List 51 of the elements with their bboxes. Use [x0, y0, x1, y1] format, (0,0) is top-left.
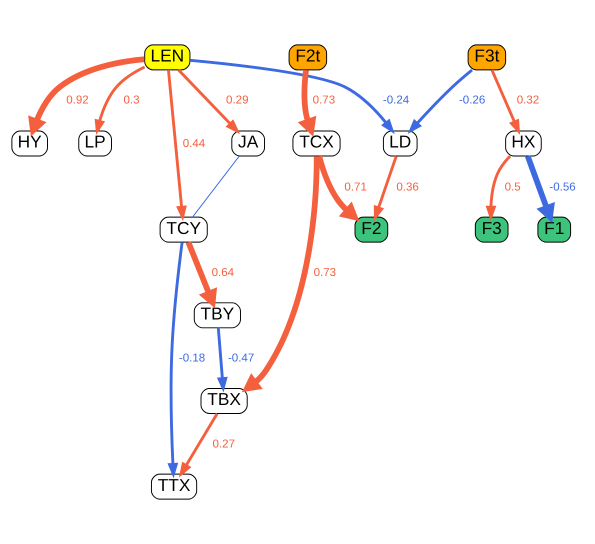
node-box: TTX	[150, 474, 198, 500]
edge-label: 0.32	[516, 94, 540, 107]
edge-label: 0.3	[124, 94, 140, 107]
node-box: LD	[382, 130, 418, 156]
node-box: TBX	[200, 388, 248, 414]
arrow	[242, 156, 320, 392]
arrow	[167, 242, 184, 478]
node-box: F3	[474, 216, 509, 243]
edge-label: 0.27	[212, 438, 236, 450]
arrow	[178, 412, 218, 478]
node-box: TCY	[160, 216, 208, 243]
arrow	[486, 155, 512, 222]
edge-label: 0.36	[396, 181, 419, 194]
arrow	[408, 68, 473, 134]
node-box: F3t	[468, 44, 506, 70]
node-box: JA	[231, 130, 266, 156]
node-box: LP	[78, 130, 112, 156]
node-box: LEN	[144, 44, 190, 70]
edge-label: -0.26	[458, 94, 486, 107]
arrow	[525, 155, 555, 223]
arrow	[190, 58, 395, 134]
edge-label: -0.47	[228, 352, 254, 365]
edge-label: 0.44	[182, 138, 206, 150]
edge-label: 0.73	[312, 94, 336, 107]
arrow	[28, 56, 145, 136]
node-box: TCX	[292, 130, 341, 156]
arrow	[167, 70, 187, 222]
node-box: HY	[11, 130, 48, 156]
arrow	[186, 241, 218, 308]
edge-label: -0.56	[549, 181, 576, 194]
node-box: F2t	[288, 44, 328, 70]
arrow	[216, 328, 228, 393]
edge-label: 0.29	[226, 94, 248, 107]
connector	[192, 156, 240, 218]
node-box: HX	[505, 130, 542, 156]
node-box: F2	[354, 216, 388, 243]
arrow	[374, 156, 398, 222]
edge-label: 0.92	[66, 94, 89, 107]
arrow	[178, 69, 240, 134]
edge-label: 0.64	[212, 266, 234, 279]
arrow	[298, 70, 316, 137]
edge-label: -0.18	[178, 352, 206, 365]
edge-label: 0.5	[504, 181, 521, 194]
edge-label: 0.71	[344, 181, 367, 194]
arrow	[94, 66, 146, 135]
arrow	[316, 156, 360, 222]
node-box: F1	[537, 216, 572, 243]
node-box: TBY	[194, 302, 241, 328]
arrow	[490, 69, 520, 135]
edge-label: 0.73	[314, 266, 336, 279]
edge-label: -0.24	[382, 94, 410, 107]
